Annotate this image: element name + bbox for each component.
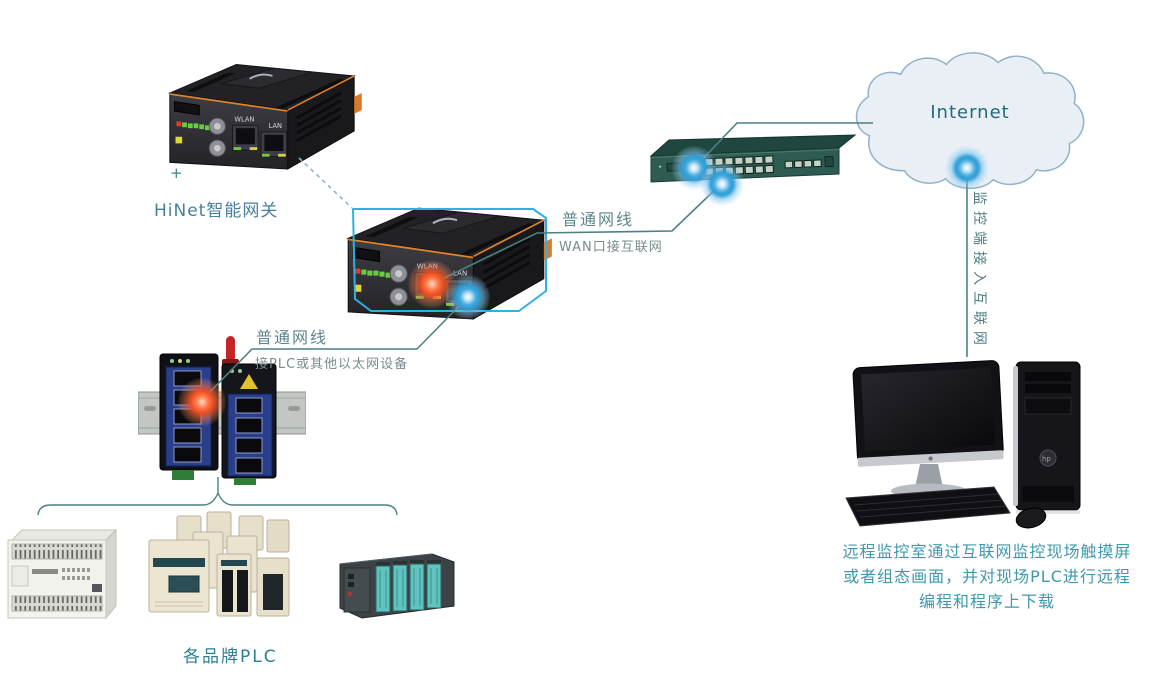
zoom-callout-dashed-line bbox=[298, 157, 353, 209]
wan-cable-line bbox=[431, 183, 722, 285]
monitor-stand bbox=[915, 464, 943, 488]
lan-cable-title: 普通网线 bbox=[256, 328, 329, 347]
beige-plc-group bbox=[148, 511, 290, 617]
plc-main-module bbox=[148, 539, 210, 613]
computer-tower: hp bbox=[1013, 361, 1081, 514]
cpu-module bbox=[343, 567, 371, 613]
switch-unit-right bbox=[221, 363, 277, 485]
internet-label: Internet bbox=[930, 102, 1010, 123]
teal-modules bbox=[375, 560, 442, 613]
remote-monitoring-note: 远程监控室通过互联网监控现场触摸屏 或者组态画面，并对现场PLC进行远程 编程和… bbox=[818, 539, 1156, 614]
note-line-3: 编程和程序上下载 bbox=[918, 592, 1055, 611]
plus-marker: + bbox=[170, 164, 183, 182]
wan-cable-subtitle: WAN口接互联网 bbox=[559, 240, 663, 255]
computer-mouse bbox=[1015, 507, 1047, 529]
lan-cable-subtitle: 接PLC或其他以太网设备 bbox=[255, 357, 409, 372]
antenna bbox=[226, 336, 235, 362]
hinet-gateway-label: HiNet智能网关 bbox=[154, 201, 279, 221]
plc-brands-label: 各品牌PLC bbox=[183, 647, 278, 667]
wan-cable-title: 普通网线 bbox=[562, 210, 635, 229]
switch-to-cloud-line bbox=[693, 122, 873, 169]
plc-side-module bbox=[256, 557, 290, 617]
hp-logo: hp bbox=[1042, 455, 1051, 463]
internet-cloud bbox=[855, 52, 1085, 189]
computer-keyboard bbox=[845, 486, 1011, 527]
mitsubishi-plc bbox=[7, 528, 118, 620]
plc-group-brace bbox=[37, 491, 398, 516]
siemens-plc bbox=[339, 553, 455, 619]
warning-triangle-icon bbox=[240, 374, 258, 389]
lan-cable-line bbox=[201, 296, 469, 401]
note-line-1: 远程监控室通过互联网监控现场触摸屏 bbox=[842, 542, 1132, 561]
desktop-computer: hp bbox=[845, 360, 1081, 529]
note-line-2: 或者组态画面，并对现场PLC进行远程 bbox=[843, 567, 1131, 586]
plc-io-module bbox=[216, 553, 252, 617]
monitor-access-vertical-label: 监控端接入互联网 bbox=[971, 191, 987, 351]
computer-monitor bbox=[852, 360, 1004, 467]
zoom-callout-frame bbox=[352, 208, 547, 312]
